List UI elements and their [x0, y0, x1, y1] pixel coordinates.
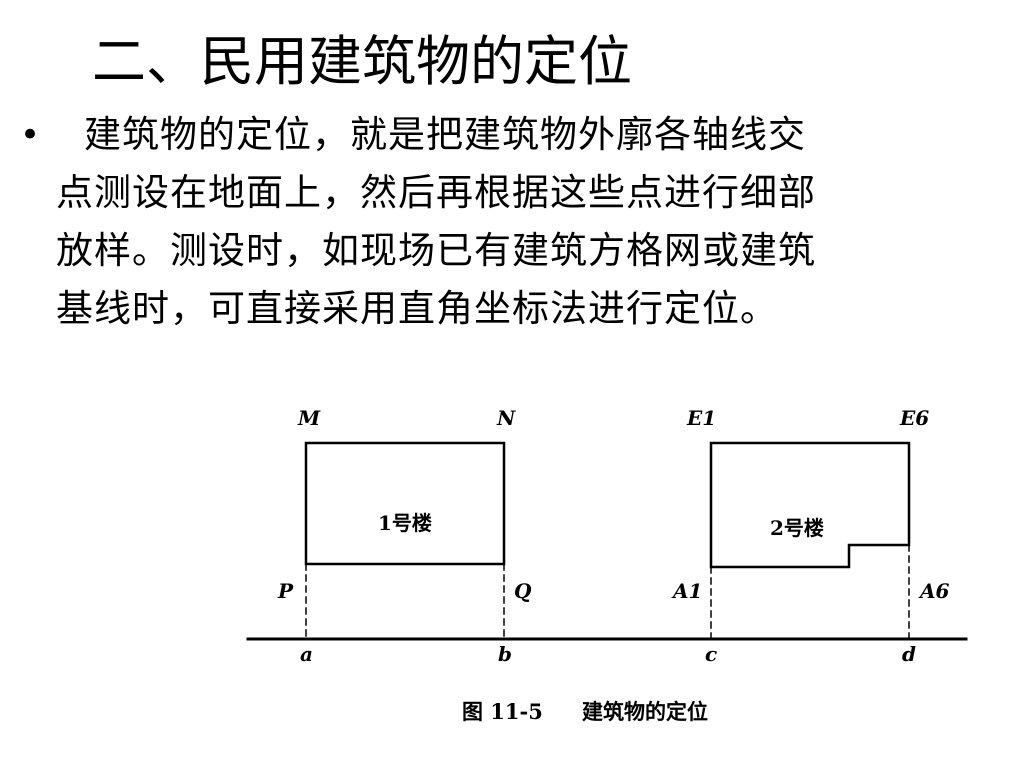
figure-caption-number: 图 11-5 — [462, 699, 543, 724]
corner-label-a6: A6 — [918, 579, 950, 603]
bullet-marker: • — [20, 115, 41, 155]
corner-label-p: P — [277, 579, 294, 603]
bullet-line-4: 基线时，可直接采用直角坐标法进行定位。 — [56, 287, 778, 330]
corner-label-n: N — [496, 406, 516, 430]
slide-title: 二、民用建筑物的定位 — [92, 30, 632, 93]
bullet-line-2: 点测设在地面上，然后再根据这些点进行细部 — [56, 171, 816, 214]
figure-caption-text: 建筑物的定位 — [582, 699, 708, 724]
bullet-item: • 建筑物的定位，就是把建筑物外廓各轴线交 点测设在地面上，然后再根据这些点进行… — [12, 106, 1002, 338]
corner-label-a1: A1 — [671, 579, 702, 603]
corner-label-q: Q — [514, 579, 532, 603]
building-1-label: 1号楼 — [378, 511, 432, 535]
bullet-paragraph: 建筑物的定位，就是把建筑物外廓各轴线交 点测设在地面上，然后再根据这些点进行细部… — [56, 106, 986, 338]
point-label-a: a — [300, 642, 313, 666]
corner-label-m: M — [297, 406, 321, 430]
bullet-line-3: 放样。测设时，如现场已有建筑方格网或建筑 — [56, 229, 816, 272]
bullet-line-1: 建筑物的定位，就是把建筑物外廓各轴线交 — [84, 113, 806, 156]
building-positioning-figure: M N 1号楼 P Q E1 E6 2号楼 A1 A6 a b c d 图 11… — [246, 406, 968, 724]
building-2-label: 2号楼 — [770, 516, 824, 540]
corner-label-e6: E6 — [899, 406, 929, 430]
point-label-b: b — [498, 642, 512, 666]
building-1-outline — [304, 441, 506, 566]
point-label-d: d — [902, 642, 916, 666]
point-label-c: c — [705, 642, 717, 666]
building-2-outline — [709, 441, 911, 569]
corner-label-e1: E1 — [686, 406, 716, 430]
